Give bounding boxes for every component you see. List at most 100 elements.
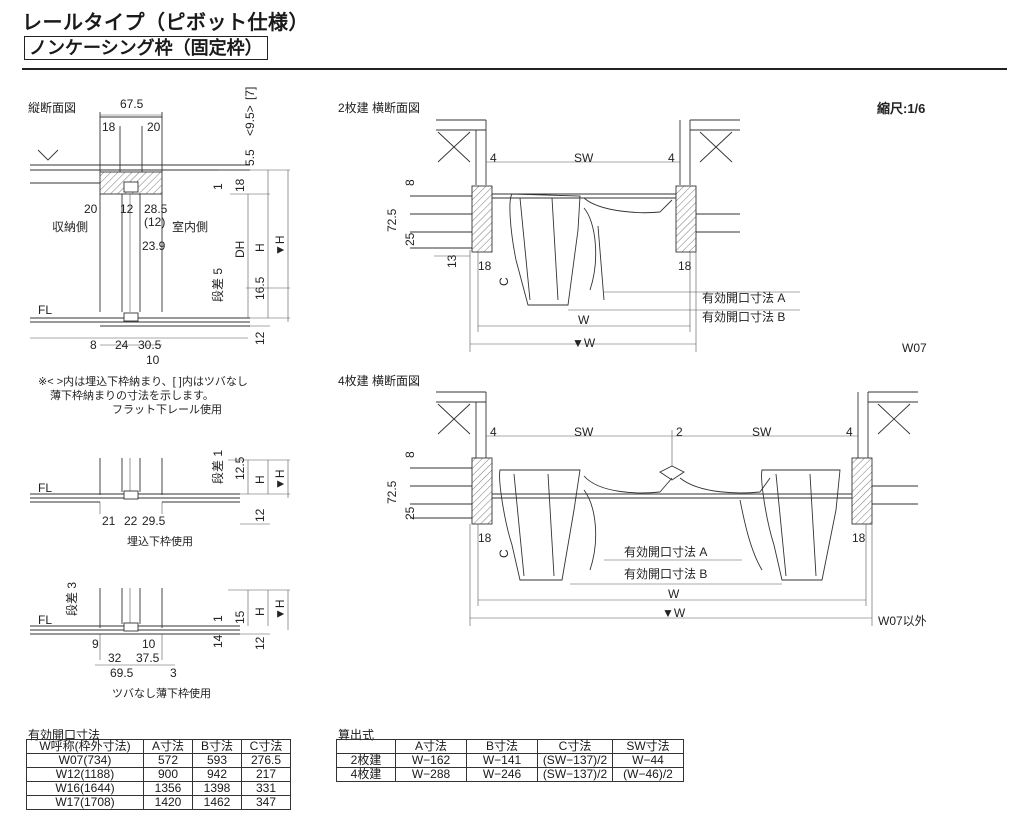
p4-dim-w: W bbox=[668, 587, 680, 601]
table-row: W12(1188) 900 942 217 bbox=[26, 767, 291, 782]
thin-dim-1: 1 bbox=[211, 615, 225, 622]
vs-dim-20b: 20 bbox=[84, 202, 98, 216]
plan-4-panel: 4枚建 横断面図 bbox=[338, 373, 927, 628]
p2-model: W07 bbox=[902, 341, 927, 355]
page-title: レールタイプ（ピボット仕様） bbox=[22, 12, 309, 34]
vs-step-5: 段差 5 bbox=[210, 268, 225, 302]
table-row: 4枚建 W−288 W−246 (SW−137)/2 (W−46)/2 bbox=[336, 767, 684, 782]
thin-dim-10: 10 bbox=[142, 637, 156, 651]
table-row: W16(1644) 1356 1398 331 bbox=[26, 781, 291, 796]
emb-dim-22: 22 bbox=[124, 514, 138, 528]
p2-dim-8: 8 bbox=[403, 179, 417, 186]
opening-table-header: W呼称(枠外寸法) A寸法 B寸法 C寸法 bbox=[26, 739, 291, 754]
formula-table-caption: 算出式 bbox=[338, 728, 375, 742]
emb-step-1: 段差 1 bbox=[210, 450, 225, 484]
p2-dim-4b: 4 bbox=[668, 151, 675, 165]
p2-open-b: 有効開口寸法 B bbox=[702, 309, 785, 324]
p4-dim-25: 25 bbox=[403, 506, 417, 520]
scale-label: 縮尺:1/6 bbox=[877, 101, 925, 116]
p2-dim-18b: 18 bbox=[678, 259, 692, 273]
vertical-section: 縦断面図 bbox=[28, 87, 290, 367]
p4-dim-18a: 18 bbox=[478, 531, 492, 545]
plan-2-label: 2枚建 横断面図 bbox=[338, 100, 420, 115]
p2-dim-18a: 18 bbox=[478, 259, 492, 273]
thin-step-3: 段差 3 bbox=[64, 582, 79, 616]
emb-fl-label: FL bbox=[38, 481, 52, 495]
p2-dim-25: 25 bbox=[403, 232, 417, 246]
vs-dim-30-5: 30.5 bbox=[138, 338, 162, 352]
table-cell: 331 bbox=[241, 781, 291, 796]
table-cell: (SW−137)/2 bbox=[537, 767, 613, 782]
table-cell: W−288 bbox=[395, 767, 467, 782]
note-caption: フラット下レール使用 bbox=[112, 403, 222, 416]
vs-dim-h: H bbox=[253, 243, 267, 252]
table-cell: 217 bbox=[241, 767, 291, 782]
p4-dim-4a: 4 bbox=[490, 425, 497, 439]
thin-dim-69-5: 69.5 bbox=[110, 666, 134, 680]
vs-dim-18b: 18 bbox=[233, 178, 247, 192]
table-cell: 1420 bbox=[143, 795, 193, 810]
thin-dim-h: H bbox=[253, 607, 267, 616]
emb-dim-h: H bbox=[253, 475, 267, 484]
table-cell: 276.5 bbox=[241, 753, 291, 768]
p2-open-a: 有効開口寸法 A bbox=[702, 290, 785, 305]
table-cell: W−246 bbox=[466, 767, 538, 782]
table-cell: 1398 bbox=[192, 781, 242, 796]
p4-dim-8: 8 bbox=[403, 451, 417, 458]
table-cell: (SW−137)/2 bbox=[537, 753, 613, 768]
p4-dim-sw2: SW bbox=[752, 425, 772, 439]
thin-dim-h-arrow: ▼H bbox=[273, 599, 287, 620]
table-cell: 347 bbox=[241, 795, 291, 810]
p4-model: W07以外 bbox=[878, 614, 927, 628]
opening-table-caption: 有効開口寸法 bbox=[28, 728, 101, 742]
vs-dim-7: [7] bbox=[243, 87, 257, 100]
column-header: B寸法 bbox=[466, 739, 538, 754]
vs-dim-18: 18 bbox=[102, 120, 116, 134]
opening-table: W呼称(枠外寸法) A寸法 B寸法 C寸法 W07(734) 572 593 2… bbox=[26, 739, 291, 810]
p4-dim-2: 2 bbox=[676, 425, 683, 439]
vertical-section-label: 縦断面図 bbox=[28, 100, 76, 115]
vs-dim-10: 10 bbox=[146, 353, 160, 367]
emb-dim-29-5: 29.5 bbox=[142, 514, 166, 528]
table-row: W17(1708) 1420 1462 347 bbox=[26, 795, 291, 810]
p2-dim-4a: 4 bbox=[490, 151, 497, 165]
table-cell: W12(1188) bbox=[26, 767, 144, 782]
column-header: C寸法 bbox=[241, 739, 291, 754]
column-header: A寸法 bbox=[143, 739, 193, 754]
table-cell: 4枚建 bbox=[336, 767, 396, 782]
vs-dim-23-9: 23.9 bbox=[142, 239, 166, 253]
emb-dim-12: 12 bbox=[253, 508, 267, 522]
plan-4-label: 4枚建 横断面図 bbox=[338, 373, 420, 388]
thin-dim-37-5: 37.5 bbox=[136, 651, 160, 665]
table-cell: (W−46)/2 bbox=[612, 767, 684, 782]
column-header: C寸法 bbox=[537, 739, 613, 754]
p4-dim-18b: 18 bbox=[852, 531, 866, 545]
column-header: A寸法 bbox=[395, 739, 467, 754]
p4-dim-w-arrow: ▼W bbox=[662, 606, 686, 620]
vs-dim-24: 24 bbox=[115, 338, 129, 352]
vs-dim-dh: DH bbox=[233, 241, 247, 258]
formula-table-header: A寸法 B寸法 C寸法 SW寸法 bbox=[336, 739, 684, 754]
column-header: SW寸法 bbox=[612, 739, 684, 754]
vs-dim-12: 12 bbox=[120, 202, 134, 216]
p4-dim-4b: 4 bbox=[846, 425, 853, 439]
vs-dim-8: 8 bbox=[90, 338, 97, 352]
vs-dim-1: 1 bbox=[211, 183, 225, 190]
table-cell: 593 bbox=[192, 753, 242, 768]
table-cell: 942 bbox=[192, 767, 242, 782]
p4-dim-sw1: SW bbox=[574, 425, 594, 439]
title-rule bbox=[22, 68, 1007, 70]
table-cell: W−44 bbox=[612, 753, 684, 768]
formula-table: A寸法 B寸法 C寸法 SW寸法 2枚建 W−162 W−141 (SW−137… bbox=[336, 739, 684, 782]
vs-dim-16-5: 16.5 bbox=[253, 276, 267, 300]
table-cell: 1356 bbox=[143, 781, 193, 796]
vs-dim-12b: 12 bbox=[253, 331, 267, 345]
vs-dim-67-5: 67.5 bbox=[120, 97, 144, 111]
table-cell: W07(734) bbox=[26, 753, 144, 768]
vs-dim-28-5: 28.5 bbox=[144, 202, 168, 216]
table-row: W07(734) 572 593 276.5 bbox=[26, 753, 291, 768]
p4-open-b: 有効開口寸法 B bbox=[624, 566, 707, 581]
thin-dim-12: 12 bbox=[253, 636, 267, 650]
column-header: B寸法 bbox=[192, 739, 242, 754]
